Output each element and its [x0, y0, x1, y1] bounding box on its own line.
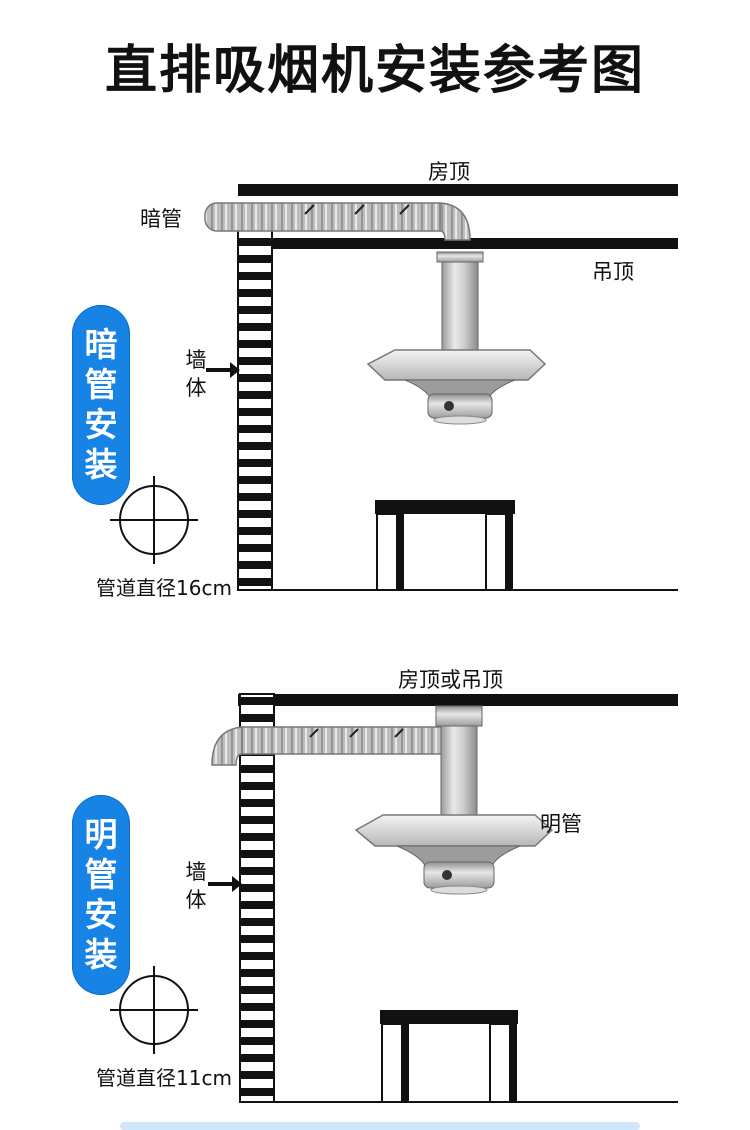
wall-column [239, 693, 275, 1103]
hidden-pipe-label: 暗管 [140, 207, 182, 231]
hidden-duct [204, 202, 471, 241]
hidden-install-badge: 暗 管 安 装 [72, 305, 130, 505]
pipe-crosssection-11cm-icon [110, 966, 198, 1054]
pipe-diameter-label: 管道直径11cm [96, 1066, 232, 1090]
pipe-crosssection-16cm-icon [110, 476, 198, 564]
bottom-decoration [120, 1122, 640, 1130]
exposed-duct [211, 726, 465, 766]
page-title: 直排吸烟机安装参考图 [104, 41, 645, 101]
wall-arrow-icon [208, 876, 242, 892]
section2-structure [110, 693, 678, 1103]
ceiling-beam [270, 238, 678, 249]
roof-or-ceiling-label: 房顶或吊顶 [398, 668, 503, 692]
section1-structure [110, 184, 678, 591]
roof-beam [238, 184, 678, 196]
range-hood-1 [366, 251, 547, 425]
ceiling-label: 吊顶 [592, 260, 634, 284]
roof-label: 房顶 [428, 160, 470, 184]
wall-label: 墙 体 [185, 860, 207, 912]
range-hood-2 [354, 705, 554, 895]
wall-arrow-icon [206, 362, 240, 378]
wall-column [237, 227, 273, 591]
pipe-diameter-label: 管道直径16cm [96, 576, 232, 600]
table [380, 1010, 518, 1103]
roof-ceiling-beam [238, 694, 678, 706]
exposed-install-badge: 明 管 安 装 [72, 795, 130, 995]
table [375, 500, 515, 591]
exposed-pipe-label: 明管 [540, 812, 582, 836]
wall-label: 墙 体 [185, 348, 207, 400]
